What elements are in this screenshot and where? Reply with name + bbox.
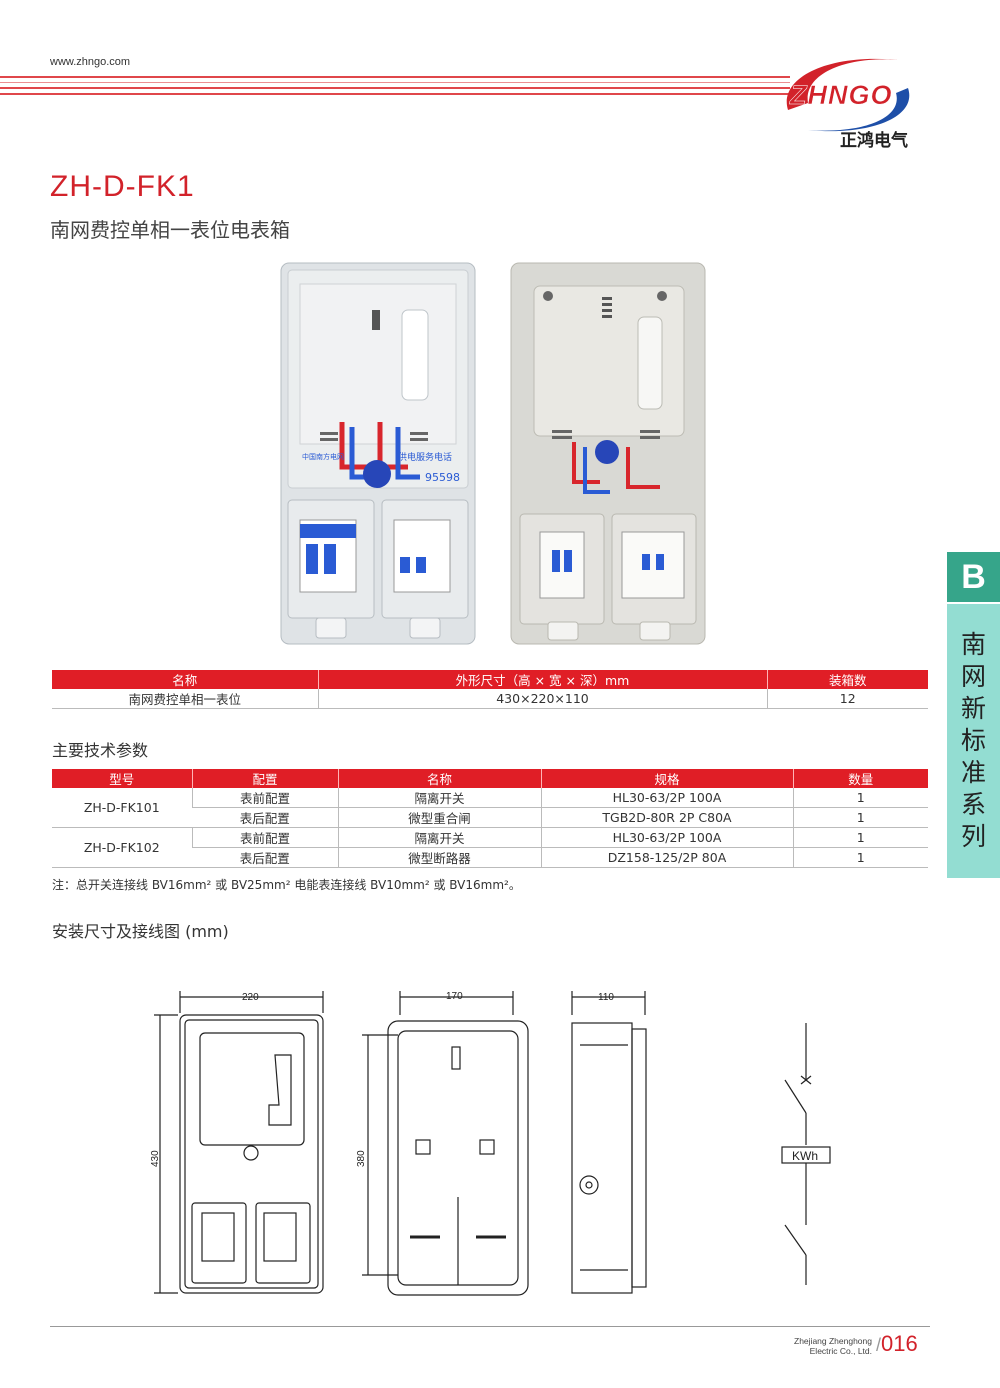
spec-header-name: 名称 (52, 670, 318, 689)
header-lines (0, 76, 790, 98)
dim-back-height: 380 (356, 1150, 367, 1167)
tech-model-cell: ZH-D-FK102 (52, 827, 192, 868)
section-tab-letter: B (947, 552, 1000, 602)
spec-cell-size: 430×220×110 (317, 689, 767, 709)
company-logo: ZHNGO 正鸿电气 (786, 58, 910, 151)
dim-front-width: 220 (242, 992, 259, 1003)
table-row: 表后配置 微型断路器 DZ158-125/2P 80A 1 (52, 847, 928, 868)
spec-header-size: 外形尺寸（高 × 宽 × 深）mm (317, 670, 767, 689)
table-row: ZH-D-FK101 表前配置 隔离开关 HL30-63/2P 100A 1 (52, 788, 928, 828)
tech-cell: HL30-63/2P 100A (540, 788, 793, 808)
tech-cell: 表前配置 (191, 827, 338, 848)
tech-cell: DZ158-125/2P 80A (540, 847, 793, 868)
tech-header-name: 名称 (337, 769, 541, 788)
tab-char: 系 (960, 790, 986, 819)
table-row: 南网费控单相一表位 430×220×110 12 (52, 689, 928, 709)
footer-divider (50, 1326, 930, 1327)
website-url: www.zhngo.com (50, 56, 131, 68)
product-photo-back (510, 262, 706, 645)
tech-cell: 微型重合闸 (337, 807, 541, 828)
tech-cell: 微型断路器 (337, 847, 541, 868)
tech-cell: HL30-63/2P 100A (540, 827, 793, 848)
tech-section-title: 主要技术参数 (52, 741, 149, 760)
tech-model-cell: ZH-D-FK101 (52, 788, 192, 828)
tech-cell: 表前配置 (191, 788, 338, 808)
product-photo-front: 中国南方电网 供电服务电话 95598 (280, 262, 476, 645)
tech-table: 型号 配置 名称 规格 数量 ZH-D-FK101 表前配置 隔离开关 HL30… (52, 769, 928, 868)
section-tab-label: 南 网 新 标 准 系 列 (947, 604, 1000, 878)
product-model: ZH-D-FK1 (50, 170, 195, 203)
tab-char: 南 (960, 630, 986, 659)
tab-char: 准 (960, 758, 986, 787)
wiring-note: 注：总开关连接线 BV16mm² 或 BV25mm² 电能表连接线 BV10mm… (52, 878, 521, 892)
page-number: /016 (876, 1331, 918, 1356)
spec-cell-name: 南网费控单相一表位 (52, 689, 318, 709)
tech-header-qty: 数量 (792, 769, 928, 788)
tab-char: 标 (960, 726, 986, 755)
tab-char: 列 (960, 822, 986, 851)
spec-table: 名称 外形尺寸（高 × 宽 × 深）mm 装箱数 南网费控单相一表位 430×2… (52, 670, 928, 709)
photo-label-grid: 中国南方电网 (302, 452, 344, 461)
tech-cell: 1 (792, 807, 928, 828)
tech-cell: 1 (792, 788, 928, 808)
tech-header-model: 型号 (52, 769, 192, 788)
tab-char: 新 (960, 694, 986, 723)
footer-company: Zhejiang Zhenghong Electric Co., Ltd. (760, 1336, 872, 1356)
install-drawing: 220 430 170 380 110 KWh (150, 991, 831, 1296)
logo-cn: 正鸿电气 (840, 130, 908, 151)
photo-label-service: 供电服务电话 (398, 451, 452, 463)
page-number-value: 016 (881, 1331, 918, 1356)
spec-header-qty: 装箱数 (766, 670, 928, 689)
tech-header-config: 配置 (191, 769, 338, 788)
dim-side-depth: 110 (598, 992, 614, 1003)
table-row: ZH-D-FK102 表前配置 隔离开关 HL30-63/2P 100A 1 (52, 827, 928, 868)
tech-cell: 隔离开关 (337, 788, 541, 808)
tech-cell: 1 (792, 827, 928, 848)
meter-label: KWh (792, 1149, 818, 1163)
tech-cell: TGB2D-80R 2P C80A (540, 807, 793, 828)
logo-text: ZHNGO (789, 80, 893, 110)
product-name: 南网费控单相一表位电表箱 (50, 218, 290, 242)
footer-company-line2: Electric Co., Ltd. (809, 1346, 872, 1356)
spec-cell-qty: 12 (766, 689, 928, 709)
tab-char: 网 (960, 662, 986, 691)
dim-back-width: 170 (446, 991, 463, 1002)
tech-cell: 1 (792, 847, 928, 868)
photo-label-phone: 95598 (425, 471, 460, 484)
footer-company-line1: Zhejiang Zhenghong (794, 1336, 872, 1346)
table-row: 表后配置 微型重合闸 TGB2D-80R 2P C80A 1 (52, 807, 928, 828)
dim-front-height: 430 (150, 1150, 161, 1167)
tech-header-spec: 规格 (540, 769, 793, 788)
install-section-title: 安装尺寸及接线图 (mm) (52, 922, 229, 941)
tech-cell: 隔离开关 (337, 827, 541, 848)
tech-cell: 表后配置 (192, 847, 338, 868)
tech-cell: 表后配置 (192, 807, 338, 828)
